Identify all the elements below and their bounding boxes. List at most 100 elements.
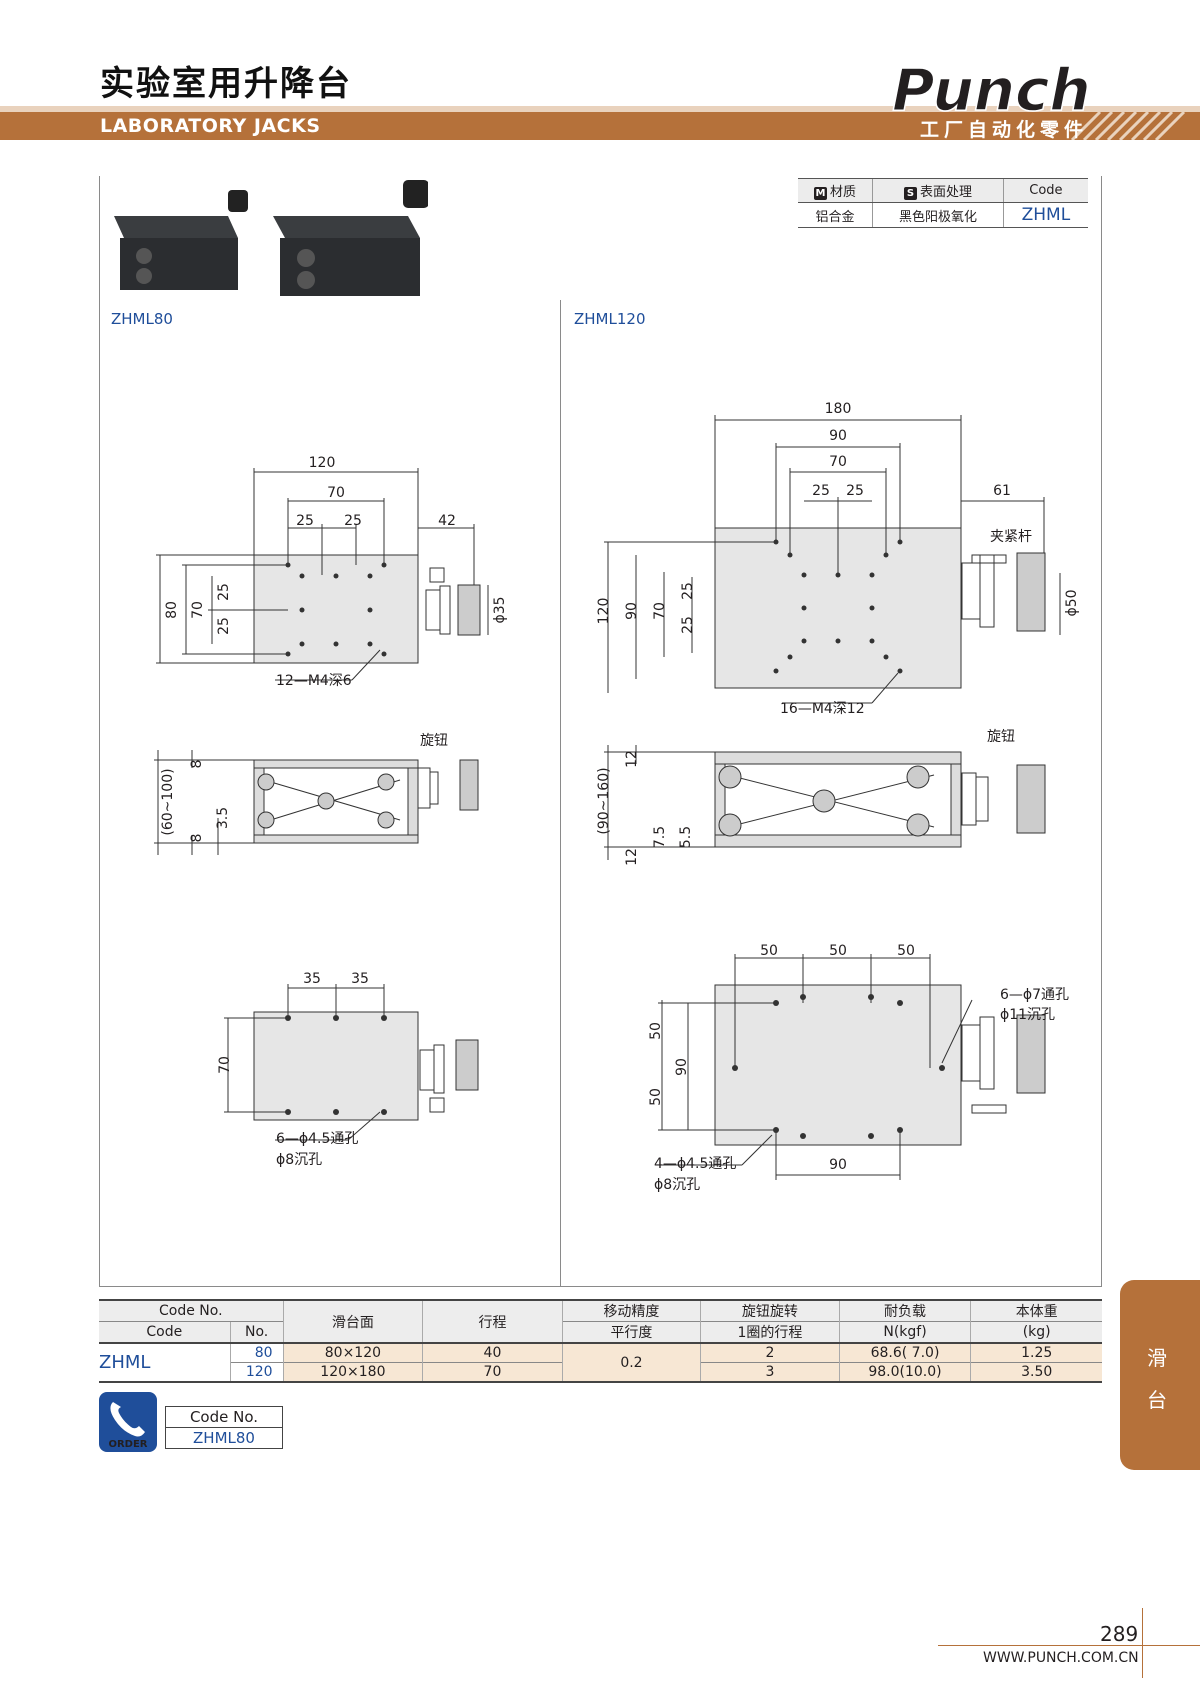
surface-value: 黑色阳极氧化: [872, 202, 1004, 228]
cell-no: 120: [229, 1362, 284, 1382]
cell-no: 80: [229, 1343, 284, 1363]
table-row: ZHML 80 80×120 40 0.2 2 68.6( 7.0) 1.25: [99, 1343, 1102, 1382]
note-cbore: ϕ8沉孔: [276, 1152, 322, 1168]
knob-label-right: 旋钮: [987, 729, 1015, 745]
dim-90v: 90: [624, 602, 640, 620]
drawing-zhml80: 120 70 25 25 42 80 70 25 25 ϕ35 12—M4深6 …: [154, 455, 508, 1168]
section-tab[interactable]: 滑 台: [1120, 1280, 1200, 1470]
cell-knob: 3: [700, 1362, 840, 1382]
frame-bottom: [99, 1286, 1102, 1287]
cell-stroke: 40: [422, 1343, 563, 1363]
dim-phi35: ϕ35: [492, 596, 508, 623]
dim-5-5: 5.5: [678, 826, 694, 848]
spec-data-table: Code No. 滑台面 行程 移动精度 旋钮旋转 耐负载 本体重 Code N…: [99, 1299, 1102, 1383]
dim-25r2: 25: [846, 483, 864, 499]
section-tab-char2: 台: [1147, 1388, 1167, 1412]
note-holes: 6—ϕ4.5通孔: [276, 1131, 358, 1147]
surface-icon: S: [903, 187, 917, 200]
dim-70r: 70: [829, 454, 847, 470]
footer-divider: [1142, 1608, 1143, 1678]
dim-50b: 50: [829, 943, 847, 959]
frame-middle: [560, 300, 561, 1286]
code-value: ZHML: [1002, 202, 1088, 228]
dim-50v1: 50: [648, 1022, 664, 1040]
dim-12a: 12: [624, 750, 640, 768]
dim-90: 90: [829, 428, 847, 444]
dim-70: 70: [327, 485, 345, 501]
dim-25r1: 25: [812, 483, 830, 499]
cell-surface: 120×180: [282, 1362, 423, 1382]
dim-3-5: 3.5: [215, 807, 231, 829]
dim-120v: 120: [596, 598, 612, 625]
th-load: 耐负载: [838, 1300, 971, 1322]
page-subtitle: LABORATORY JACKS: [100, 115, 321, 137]
dim-35a: 35: [303, 971, 321, 987]
brand-tagline: 工厂自动化零件: [920, 119, 1089, 141]
dim-25a: 25: [296, 513, 314, 529]
dim-70b: 70: [217, 1056, 233, 1074]
dim-phi50: ϕ50: [1064, 589, 1080, 616]
dim-70v-r: 70: [652, 602, 668, 620]
drawing-zhml120: 180 90 70 25 25 61 夹紧杆 120 90 70 25 25 ϕ…: [596, 401, 1080, 1193]
order-code-label: Code No.: [165, 1406, 283, 1428]
frame-right: [1101, 176, 1102, 1286]
th-stroke: 行程: [422, 1300, 563, 1343]
dim-25b: 25: [344, 513, 362, 529]
cell-weight: 1.25: [970, 1343, 1102, 1363]
frame-left: [99, 176, 100, 1286]
dim-7-5: 7.5: [652, 826, 668, 848]
dim-25v-r1: 25: [680, 582, 696, 600]
knob-label-left: 旋钮: [420, 733, 448, 749]
code-header: Code: [1002, 178, 1088, 203]
order-code-value: ZHML80: [165, 1427, 283, 1449]
note-8-cbore: ϕ8沉孔: [654, 1177, 700, 1193]
page-number: 289: [1100, 1622, 1139, 1646]
material-icon: M: [814, 187, 828, 200]
website-link[interactable]: WWW.PUNCH.COM.CN: [983, 1650, 1139, 1666]
th-no: No.: [229, 1321, 284, 1343]
cell-load: 98.0(10.0): [838, 1362, 971, 1382]
svg-text:ORDER: ORDER: [108, 1439, 147, 1450]
cell-weight: 3.50: [970, 1362, 1102, 1382]
note-45-holes: 4—ϕ4.5通孔: [654, 1156, 736, 1172]
dim-50v2: 50: [648, 1088, 664, 1106]
note-11-cbore: ϕ11沉孔: [1000, 1007, 1055, 1023]
dim-50c: 50: [897, 943, 915, 959]
dim-range: (60~100): [160, 768, 176, 835]
dim-42: 42: [438, 513, 456, 529]
dim-25v2: 25: [216, 617, 232, 635]
note-m4: 12—M4深6: [276, 673, 352, 689]
cell-stroke: 70: [422, 1362, 563, 1382]
cell-code: ZHML: [99, 1343, 231, 1382]
material-value: 铝合金: [798, 202, 873, 228]
th-knob: 旋钮旋转: [700, 1300, 840, 1322]
model-label-left: ZHML80: [111, 310, 173, 328]
dim-50a: 50: [760, 943, 778, 959]
th-load-unit: N(kgf): [838, 1321, 971, 1343]
th-weight: 本体重: [970, 1300, 1102, 1322]
th-codeno: Code No.: [99, 1300, 284, 1322]
th-accuracy: 移动精度: [561, 1300, 701, 1322]
dim-120: 120: [309, 455, 336, 471]
cell-surface: 80×120: [282, 1343, 423, 1363]
dim-35b: 35: [351, 971, 369, 987]
brand-text: Punch: [892, 56, 1091, 124]
clamp-label: 夹紧杆: [990, 529, 1032, 545]
dim-12b: 12: [624, 848, 640, 866]
dim-range-r: (90~160): [596, 767, 612, 834]
cell-knob: 2: [700, 1343, 840, 1363]
dim-70v: 70: [190, 601, 206, 619]
dim-8b: 8: [189, 834, 205, 843]
cell-load: 68.6( 7.0): [838, 1343, 971, 1363]
th-code: Code: [99, 1321, 231, 1343]
th-parallel: 平行度: [561, 1321, 701, 1343]
order-icon: ORDER: [99, 1392, 157, 1452]
header-band-light: [0, 106, 1200, 112]
dim-180: 180: [825, 401, 852, 417]
dim-90b: 90: [829, 1157, 847, 1173]
model-label-right: ZHML120: [574, 310, 646, 328]
section-tab-char1: 滑: [1147, 1346, 1167, 1370]
